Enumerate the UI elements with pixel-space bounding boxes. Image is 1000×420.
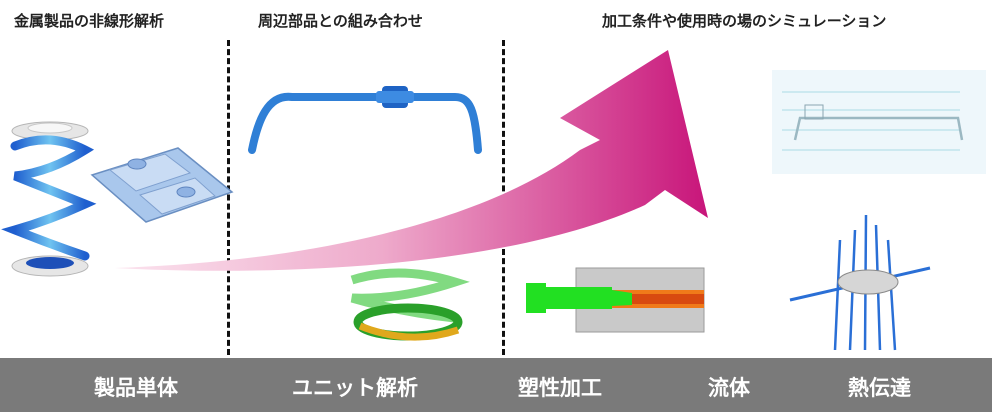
category-unit-analysis: ユニット解析 [292,376,418,400]
category-bar: 製品単体 ユニット解析 塑性加工 流体 熱伝達 [0,358,992,412]
sheet-bracket-model [90,147,234,223]
progress-arrow [115,50,708,271]
category-single-product: 製品単体 [94,376,178,400]
fluid-simulation-model [772,70,986,174]
category-heat-transfer: 熱伝達 [848,376,911,400]
divider-1 [227,40,230,355]
forming-simulation-model [526,267,705,333]
unit-spring-model [350,268,470,341]
label-field-simulation: 加工条件や使用時の場のシミュレーション [602,12,887,30]
label-metal-analysis: 金属製品の非線形解析 [14,12,165,30]
label-peripheral-combination: 周辺部品との組み合わせ [258,12,423,30]
category-plastic-working: 塑性加工 [518,376,602,400]
stabilizer-bar-model [248,86,482,154]
heat-transfer-simulation-model [789,214,931,351]
category-fluid: 流体 [708,376,750,400]
illustration-canvas [1,50,986,351]
coil-spring-model [1,121,97,277]
